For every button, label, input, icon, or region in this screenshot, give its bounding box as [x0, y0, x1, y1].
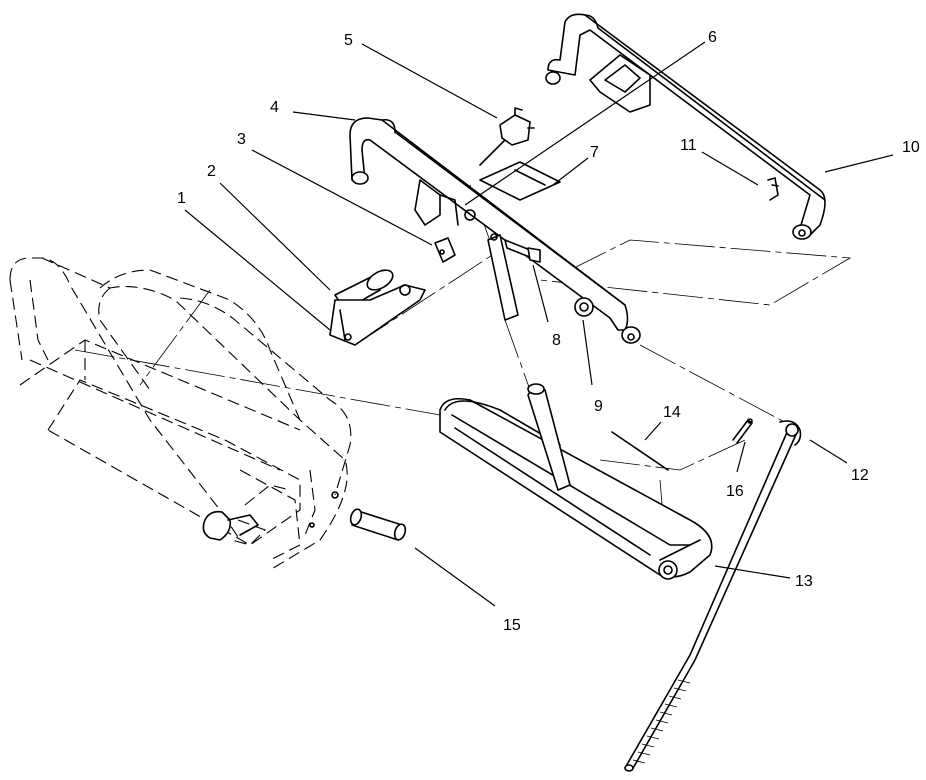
nut [574, 297, 594, 317]
phantom-mower-frame [9, 257, 352, 571]
callout-5: 5 [344, 32, 353, 49]
callout-12: 12 [851, 467, 869, 484]
callout-2: 2 [207, 163, 216, 180]
cotter-pin [732, 418, 753, 444]
threaded-rod [624, 420, 802, 772]
callout-14: 14 [663, 404, 681, 421]
leader-lines [184, 41, 894, 607]
callout-16: 16 [726, 483, 744, 500]
callout-9: 9 [594, 398, 603, 415]
shaft [487, 233, 519, 321]
pivot-pin [349, 508, 407, 541]
wire [611, 431, 669, 471]
handle-grip [545, 13, 826, 240]
control-knob [202, 491, 339, 541]
callout-8: 8 [552, 332, 561, 349]
bail-assembly [439, 383, 713, 580]
callout-4: 4 [270, 99, 279, 116]
upper-handle [349, 117, 641, 344]
handle-clip [434, 237, 456, 263]
safety-switch [479, 107, 535, 166]
small-pin [767, 177, 779, 201]
bolt [504, 239, 541, 263]
callout-13: 13 [795, 573, 813, 590]
callout-6: 6 [708, 29, 717, 46]
callout-11: 11 [680, 137, 697, 154]
callout-1: 1 [177, 190, 186, 207]
callout-7: 7 [590, 144, 599, 161]
callout-15: 15 [503, 617, 521, 634]
pivot-bracket [329, 269, 426, 346]
mount-plate [479, 161, 561, 201]
callout-10: 10 [902, 139, 920, 156]
callout-3: 3 [237, 131, 246, 148]
callout-labels: 1 2 3 4 5 6 7 8 9 10 11 12 13 14 15 16 [177, 29, 920, 634]
rod-threads [632, 679, 691, 764]
